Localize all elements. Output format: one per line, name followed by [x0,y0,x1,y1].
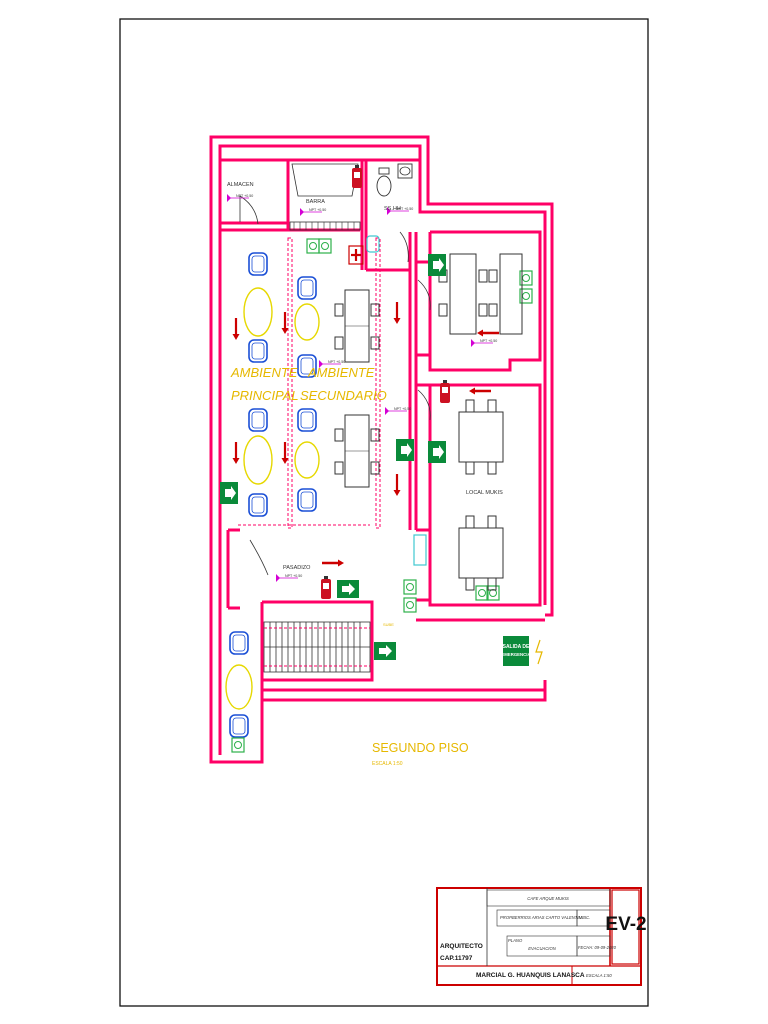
sshh-door [399,231,409,263]
sink-icon [397,163,413,179]
architect-cap: CAP.11797 [440,955,473,962]
room-label-sshh: SS.HH [384,206,401,212]
toilet-icon [376,167,392,197]
plan-label: PLANO [508,938,523,943]
almacen-door [239,195,259,225]
trash-bin-icon [366,235,380,253]
round-tables-secundario [294,303,320,479]
exit-sign-icons [220,254,446,660]
owner-name: BERRIOS ARIAS CARTO VALENTIN [512,915,582,920]
level-tag-barra: NPT +0.50 [309,208,326,212]
rect-tables-local-mukis [458,399,504,591]
room-label-almacen: ALMACEN [227,182,254,188]
emergency-exit-line2: EMERGENCIA [501,652,530,657]
stair-handrail [264,627,370,667]
emergency-exit-line1: SALIDA DE [503,644,530,650]
room-label-ambiente-secundario-1: AMBIENTE [307,365,375,380]
level-tag-upper-room: NPT +0.50 [480,339,497,343]
sheet-border [119,18,649,1007]
plan-name: EVACUACION [528,946,556,951]
emergency-exit-sign [503,636,529,666]
room-label-ambiente-secundario-2: SECUNDARIO [300,388,387,403]
room-label-ambiente-principal-2: PRINCIPAL [231,388,299,403]
level-tag-pasadizo: NPT +0.50 [285,574,302,578]
blue-chairs [229,252,317,738]
hall-dividers [287,237,381,529]
bar-counter-hatch [293,222,355,230]
sheet-code-box [611,889,640,965]
level-tag-hall: NPT +0.50 [394,407,411,411]
first-aid-icon [348,245,364,265]
date-text: FECHA: 09-09-2020 [578,945,617,950]
architect-name: MARCIAL G. HUANQUIS LANASCA [476,972,585,979]
plan-scale: ESCALA 1:50 [372,761,403,767]
location-label: UBIC. [579,915,590,920]
project-name: CAFE ARQUE MUKIS [527,896,569,901]
room-label-local-mukis: LOCAL MUKIS [466,490,503,496]
rect-tables-upper-room [438,253,523,335]
level-tag-sshh: NPT +0.50 [396,207,413,211]
stair-note: SUBE [383,622,394,627]
walls [209,135,554,764]
sheet-code: EV-2 [605,914,646,935]
title-block-scale: ESCALA 1:50 [586,973,612,978]
level-tag-almacen: NPT +0.50 [236,194,253,198]
plan-title: SEGUNDO PISO [372,741,469,755]
emergency-light-icon [535,639,543,665]
bar-counter [289,221,361,231]
room-label-ambiente-principal-1: AMBIENTE [230,365,298,380]
glass-door [413,534,427,566]
room-label-pasadizo: PASADIZO [283,565,311,571]
room-label-barra: BARRA [306,199,325,205]
bar-back-counter [291,163,359,197]
rect-tables-secundario [334,289,380,488]
right-doors [249,279,431,576]
title-block [436,887,642,986]
architect-role: ARQUITECTO [440,943,483,950]
staircase [263,621,371,673]
level-tag-secundario: NPT +0.50 [328,360,345,364]
round-tables-principal [225,287,273,710]
owner-label: PROP. [500,915,513,920]
